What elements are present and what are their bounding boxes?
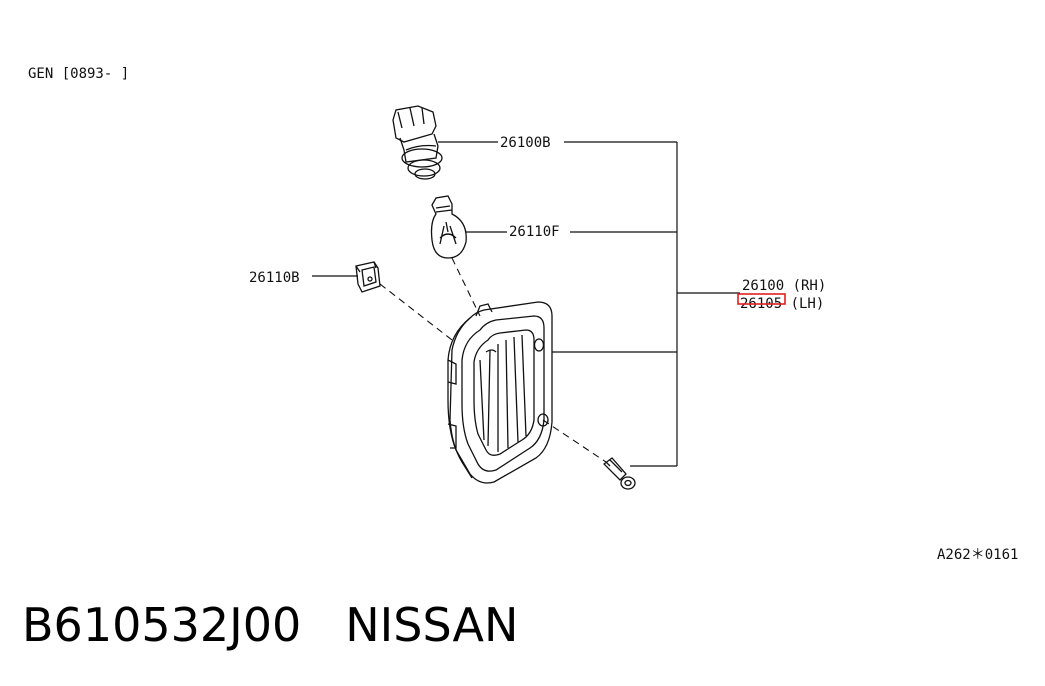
callout-clip: 26110B xyxy=(249,270,300,286)
assembly-dashed-lines xyxy=(379,257,607,463)
screw-drawing xyxy=(603,457,636,490)
brand-name: NISSAN xyxy=(345,598,519,652)
bulb-drawing xyxy=(430,195,467,259)
callout-bulb: 26110F xyxy=(509,224,560,240)
clip-drawing xyxy=(355,261,381,293)
footer-caption: B610532J00 NISSAN xyxy=(22,598,518,652)
callout-lamp-rh: 26100 (RH) xyxy=(742,278,826,294)
part-highlight-box xyxy=(737,293,786,305)
leader-lines xyxy=(312,141,740,467)
callout-socket: 26100B xyxy=(500,135,551,151)
figure-code: A262＊0161 xyxy=(937,547,1018,563)
bulb-socket-drawing xyxy=(392,105,443,180)
part-number: B610532J00 xyxy=(22,598,302,652)
applicability-label: GEN [0893- ] xyxy=(28,66,129,82)
side-lamp-drawing xyxy=(447,301,553,484)
